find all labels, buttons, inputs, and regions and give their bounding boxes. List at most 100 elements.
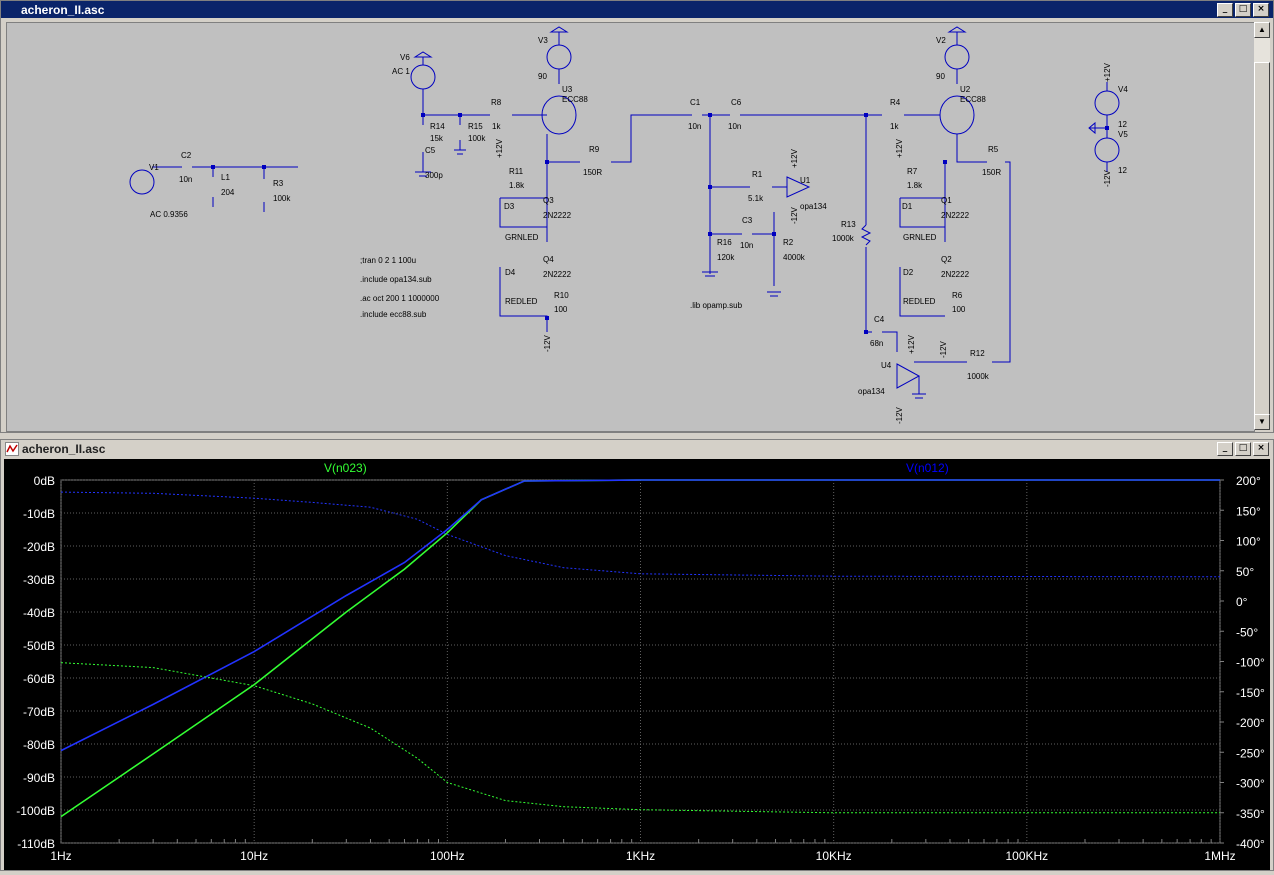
label-r6: R6: [952, 291, 963, 300]
y-left-tick-label: -50dB: [23, 639, 55, 653]
label-c6: C6: [731, 98, 742, 107]
label-l1-value: 204: [221, 188, 235, 197]
schematic-vertical-scrollbar[interactable]: ▲ ▼: [1254, 22, 1270, 430]
minimize-button[interactable]: _: [1217, 3, 1233, 17]
label-c3-value: 10n: [740, 241, 753, 250]
y-right-tick-label: -100°: [1236, 656, 1265, 670]
label-minus12-2: -12V: [939, 340, 948, 358]
scroll-thumb[interactable]: [1254, 62, 1270, 422]
y-left-tick-label: -90dB: [23, 771, 55, 785]
label-d4-value: REDLED: [505, 297, 538, 306]
y-left-tick-label: -40dB: [23, 606, 55, 620]
phase-trace-vn012: [60, 491, 1221, 578]
label-r10-value: 100: [554, 305, 568, 314]
label-u4: U4: [881, 361, 892, 370]
y-right-tick-label: 150°: [1236, 504, 1261, 518]
label-r12-value: 1000k: [967, 372, 990, 381]
plot-window: acheron_II.asc _ □ × V(n023) V(n012) 0dB…: [0, 439, 1274, 871]
label-r5-value: 150R: [982, 168, 1001, 177]
y-right-tick-label: -250°: [1236, 746, 1265, 760]
label-q3-value: 2N2222: [543, 211, 572, 220]
label-minus12-3: -12V: [790, 206, 799, 224]
label-v5: V5: [1118, 130, 1128, 139]
label-c3: C3: [742, 216, 753, 225]
label-plus12-4: +12V: [1103, 62, 1112, 82]
x-tick-label: 100Hz: [430, 849, 465, 863]
label-d2-value: REDLED: [903, 297, 936, 306]
y-right-tick-label: -200°: [1236, 716, 1265, 730]
plot-minimize-button[interactable]: _: [1217, 442, 1233, 456]
label-minus12-1: -12V: [543, 334, 552, 352]
label-r7: R7: [907, 167, 918, 176]
magnitude-trace-vn012: [60, 479, 1220, 752]
close-button[interactable]: ×: [1253, 3, 1269, 17]
legend-v-n023[interactable]: V(n023): [324, 461, 367, 475]
y-right-tick-label: -300°: [1236, 777, 1265, 791]
scroll-up-button[interactable]: ▲: [1254, 22, 1270, 38]
x-tick-label: 1MHz: [1204, 849, 1235, 863]
label-u2-value: ECC88: [960, 95, 986, 104]
label-r3: R3: [273, 179, 284, 188]
directive-include-ecc88: .include ecc88.sub: [360, 310, 427, 319]
label-r11: R11: [509, 167, 524, 176]
maximize-button[interactable]: □: [1235, 3, 1251, 17]
label-c4: C4: [874, 315, 885, 324]
label-r11-value: 1.8k: [509, 181, 525, 190]
label-q1: Q1: [941, 196, 952, 205]
y-left-tick-label: -70dB: [23, 705, 55, 719]
label-v5-value: 12: [1118, 166, 1127, 175]
wire-junctions: [211, 113, 1109, 334]
scroll-down-button[interactable]: ▼: [1254, 414, 1270, 430]
label-q2: Q2: [941, 255, 952, 264]
label-v3-value: 90: [538, 72, 547, 81]
label-d2: D2: [903, 268, 914, 277]
y-right-tick-label: 0°: [1236, 595, 1248, 609]
label-r14: R14: [430, 122, 445, 131]
y-left-tick-label: -60dB: [23, 672, 55, 686]
y-axis-left-ticks: 0dB-10dB-20dB-30dB-40dB-50dB-60dB-70dB-8…: [16, 474, 55, 851]
label-r6-value: 100: [952, 305, 966, 314]
label-r7-value: 1.8k: [907, 181, 923, 190]
label-v4: V4: [1118, 85, 1128, 94]
label-r4-value: 1k: [890, 122, 899, 131]
label-r5: R5: [988, 145, 999, 154]
schematic-canvas[interactable]: V6 AC 1 V3 90 U3 ECC88 V2 90 U2 ECC88 V4…: [6, 22, 1255, 432]
plot-title-bar[interactable]: acheron_II.asc _ □ ×: [1, 440, 1273, 457]
label-plus12-1: +12V: [495, 138, 504, 158]
label-r3-value: 100k: [273, 194, 291, 203]
waveform-icon: [5, 441, 19, 456]
supply-labels: +12V +12V +12V +12V -12V -12V -12V -12V …: [495, 62, 1112, 424]
x-tick-label: 1KHz: [626, 849, 655, 863]
label-d1-value: GRNLED: [903, 233, 937, 242]
label-r1: R1: [752, 170, 763, 179]
label-r10: R10: [554, 291, 569, 300]
label-v1: V1: [149, 163, 159, 172]
label-d3-value: GRNLED: [505, 233, 539, 242]
label-c2: C2: [181, 151, 192, 160]
x-tick-label: 1Hz: [50, 849, 71, 863]
label-u4-value: opa134: [858, 387, 885, 396]
legend-v-n012[interactable]: V(n012): [906, 461, 949, 475]
y-right-tick-label: 100°: [1236, 535, 1261, 549]
schematic-title-bar[interactable]: acheron_II.asc _ □ ×: [1, 1, 1273, 18]
label-l1: L1: [221, 173, 230, 182]
y-right-tick-label: -150°: [1236, 686, 1265, 700]
label-c2-value: 10n: [179, 175, 192, 184]
label-minus12-5: -12V: [895, 406, 904, 424]
schematic-wires: [129, 26, 1120, 399]
label-q2-value: 2N2222: [941, 270, 970, 279]
label-v3: V3: [538, 36, 548, 45]
x-tick-label: 100KHz: [1005, 849, 1048, 863]
plot-canvas[interactable]: V(n023) V(n012) 0dB-10dB-20dB-30dB-40dB-…: [4, 459, 1270, 870]
label-r8: R8: [491, 98, 502, 107]
label-r1-value: 5.1k: [748, 194, 764, 203]
y-right-tick-label: -400°: [1236, 837, 1265, 851]
plot-maximize-button[interactable]: □: [1235, 442, 1251, 456]
plot-close-button[interactable]: ×: [1253, 442, 1269, 456]
label-c5-value: 300p: [425, 171, 443, 180]
label-plus12-3: +12V: [790, 148, 799, 168]
y-left-tick-label: -110dB: [17, 837, 55, 851]
label-u1-value: opa134: [800, 202, 827, 211]
label-c4-value: 68n: [870, 339, 883, 348]
label-q4: Q4: [543, 255, 554, 264]
